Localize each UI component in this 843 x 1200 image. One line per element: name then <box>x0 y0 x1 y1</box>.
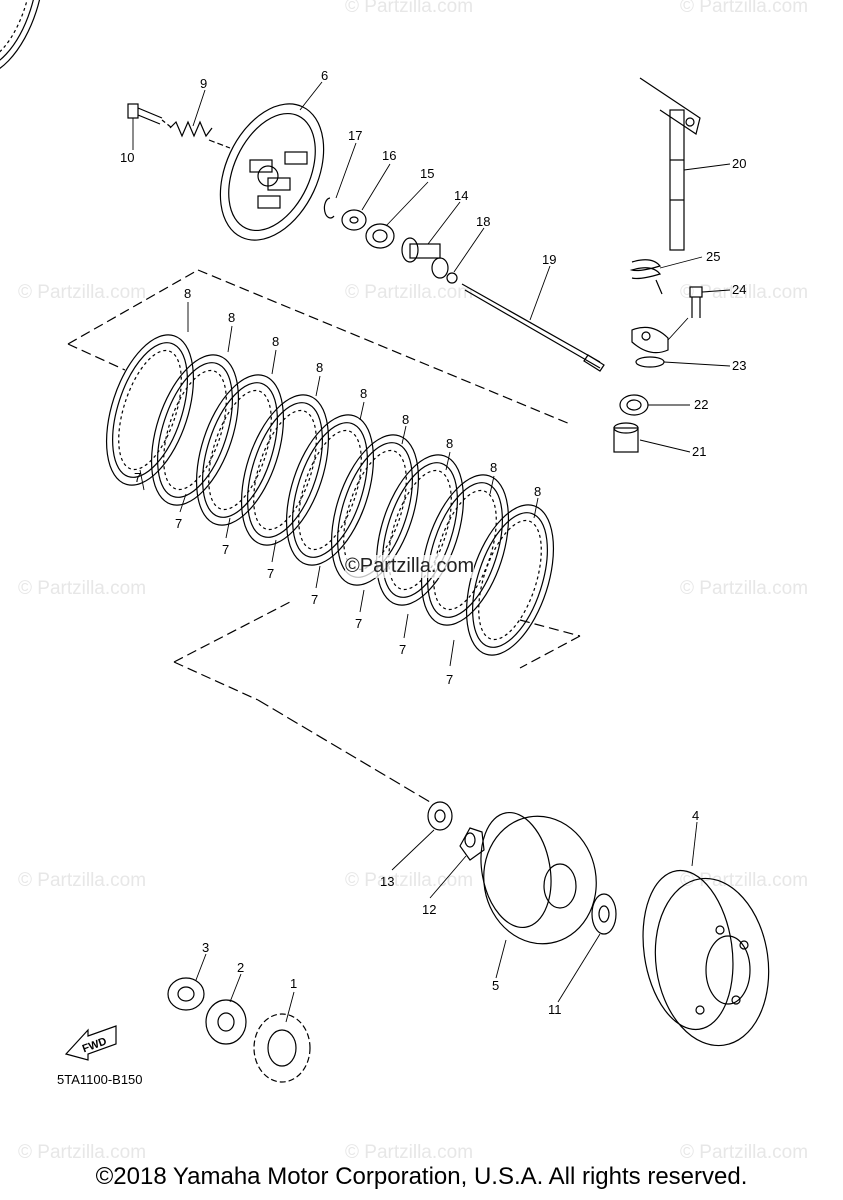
watermark: © Partzilla.com <box>680 282 809 303</box>
diagram-code: 5TA1100-B150 <box>57 1072 143 1087</box>
callout-8d: 8 <box>316 360 323 375</box>
callout-10: 10 <box>120 150 134 165</box>
callout-4: 4 <box>692 808 699 823</box>
watermark: © Partzilla.com <box>345 1142 474 1163</box>
watermark: © Partzilla.com <box>680 870 809 891</box>
push-lever-shaft <box>639 77 701 251</box>
watermark: © Partzilla.com <box>680 1142 809 1163</box>
washer <box>341 209 367 231</box>
lock-washer-12 <box>459 827 485 861</box>
callout-8i: 8 <box>534 484 541 499</box>
lever-plate <box>631 326 669 368</box>
nut-3 <box>167 977 205 1011</box>
callout-7f: 7 <box>355 616 362 631</box>
callout-8g: 8 <box>446 436 453 451</box>
callout-1: 1 <box>290 976 297 991</box>
callout-8e: 8 <box>360 386 367 401</box>
callout-23: 23 <box>732 358 746 373</box>
callout-19: 19 <box>542 252 556 267</box>
circlip <box>323 197 335 219</box>
center-watermark: ©Partzilla.com <box>345 555 475 578</box>
callout-5: 5 <box>492 978 499 993</box>
washer-2 <box>205 999 247 1045</box>
callout-25: 25 <box>706 249 720 264</box>
pressure-plate <box>219 103 325 241</box>
clutch-housing <box>642 869 770 1047</box>
callout-leaders <box>132 81 731 1023</box>
callout-7b: 7 <box>175 516 182 531</box>
oil-seal <box>619 394 649 416</box>
callout-18: 18 <box>476 214 490 229</box>
watermark: © Partzilla.com <box>18 1142 147 1163</box>
callout-8a: 8 <box>184 286 191 301</box>
lever-bolt <box>689 286 703 318</box>
callout-3: 3 <box>202 940 209 955</box>
torsion-spring <box>629 259 663 295</box>
callout-8b: 8 <box>228 310 235 325</box>
watermark: © Partzilla.com <box>18 578 147 599</box>
callout-6: 6 <box>321 68 328 83</box>
watermark: © Partzilla.com <box>680 0 809 17</box>
spring <box>169 120 231 149</box>
callout-2: 2 <box>237 960 244 975</box>
watermark: © Partzilla.com <box>18 870 147 891</box>
callout-7a: 7 <box>134 470 141 485</box>
nut-13 <box>427 801 453 831</box>
callout-16: 16 <box>382 148 396 163</box>
callout-24: 24 <box>732 282 746 297</box>
watermark: © Partzilla.com <box>345 0 474 17</box>
primary-gear <box>253 1013 311 1083</box>
bolt <box>127 103 173 129</box>
callout-15: 15 <box>420 166 434 181</box>
callout-8f: 8 <box>402 412 409 427</box>
callout-17: 17 <box>348 128 362 143</box>
callout-22: 22 <box>694 397 708 412</box>
clutch-boss-line <box>257 699 431 803</box>
callout-14: 14 <box>454 188 468 203</box>
clutch-pack-box <box>67 269 581 701</box>
callout-7g: 7 <box>399 642 406 657</box>
fwd-arrow-icon <box>64 1025 117 1061</box>
callout-20: 20 <box>732 156 746 171</box>
clutch-boss <box>480 811 597 945</box>
callout-7c: 7 <box>222 542 229 557</box>
thrust-washer-11 <box>591 893 617 935</box>
bearing <box>365 223 395 249</box>
watermark: © Partzilla.com <box>680 578 809 599</box>
clutch-plates <box>0 0 571 667</box>
callout-21: 21 <box>692 444 706 459</box>
callout-12: 12 <box>422 902 436 917</box>
callout-8c: 8 <box>272 334 279 349</box>
push-rod-2 <box>461 283 605 372</box>
callout-13: 13 <box>380 874 394 889</box>
callout-9: 9 <box>200 76 207 91</box>
callout-7d: 7 <box>267 566 274 581</box>
copyright-notice: ©2018 Yamaha Motor Corporation, U.S.A. A… <box>95 1163 748 1190</box>
push-rod-1 <box>401 237 449 279</box>
watermark: © Partzilla.com <box>345 282 474 303</box>
callout-labels: 1 2 3 4 5 6 7 7 7 7 7 7 7 7 8 8 8 8 8 8 … <box>81 68 747 1055</box>
callout-11: 11 <box>548 1002 562 1017</box>
bushing <box>613 422 639 453</box>
callout-8h: 8 <box>490 460 497 475</box>
callout-7h: 7 <box>446 672 453 687</box>
ball <box>446 272 458 284</box>
callout-7e: 7 <box>311 592 318 607</box>
watermark: © Partzilla.com <box>18 282 147 303</box>
